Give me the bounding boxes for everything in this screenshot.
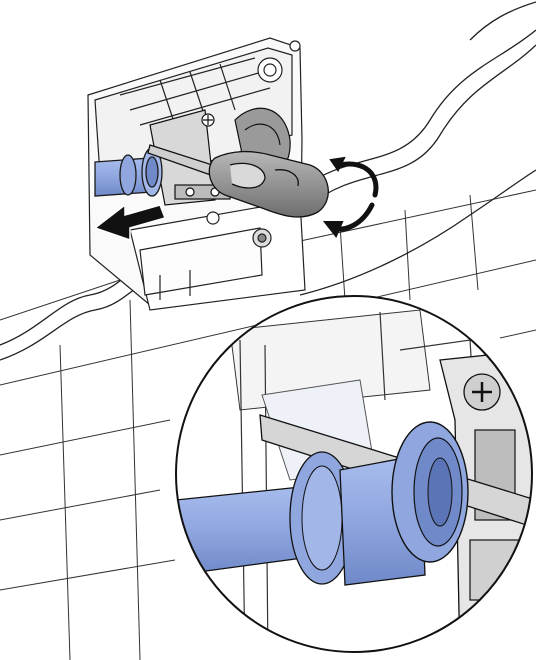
screwdriver-tool: [147, 144, 329, 218]
pull-arrow-icon: [93, 203, 166, 242]
rotate-arrow-icon: [322, 156, 379, 238]
magnified-detail-circle: [175, 295, 533, 653]
